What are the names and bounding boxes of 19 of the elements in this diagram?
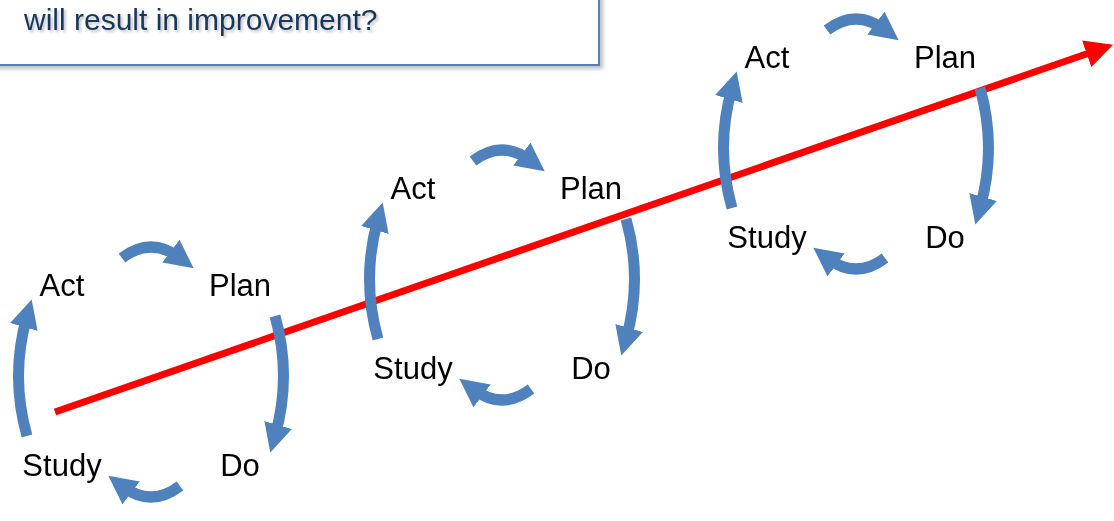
step-label: Study: [373, 351, 453, 387]
curved-arrow: [715, 71, 743, 210]
step-label: Plan: [208, 268, 271, 304]
step-label: Do: [220, 448, 260, 484]
question-text: will result in improvement?: [23, 2, 378, 37]
step-label: Study: [22, 448, 102, 484]
step-label: Act: [390, 171, 436, 207]
step-label: Plan: [559, 171, 622, 207]
curved-arrow: [264, 314, 292, 453]
curved-arrow: [10, 299, 38, 438]
step-label: Study: [727, 220, 807, 256]
step-label: Act: [744, 40, 790, 76]
curved-arrow: [969, 86, 997, 225]
step-label: Plan: [913, 40, 976, 76]
step-label: Act: [39, 268, 85, 304]
step-label: Do: [925, 220, 965, 256]
question-box: [0, 0, 600, 66]
step-label: Do: [571, 351, 611, 387]
curved-arrow: [615, 217, 643, 356]
